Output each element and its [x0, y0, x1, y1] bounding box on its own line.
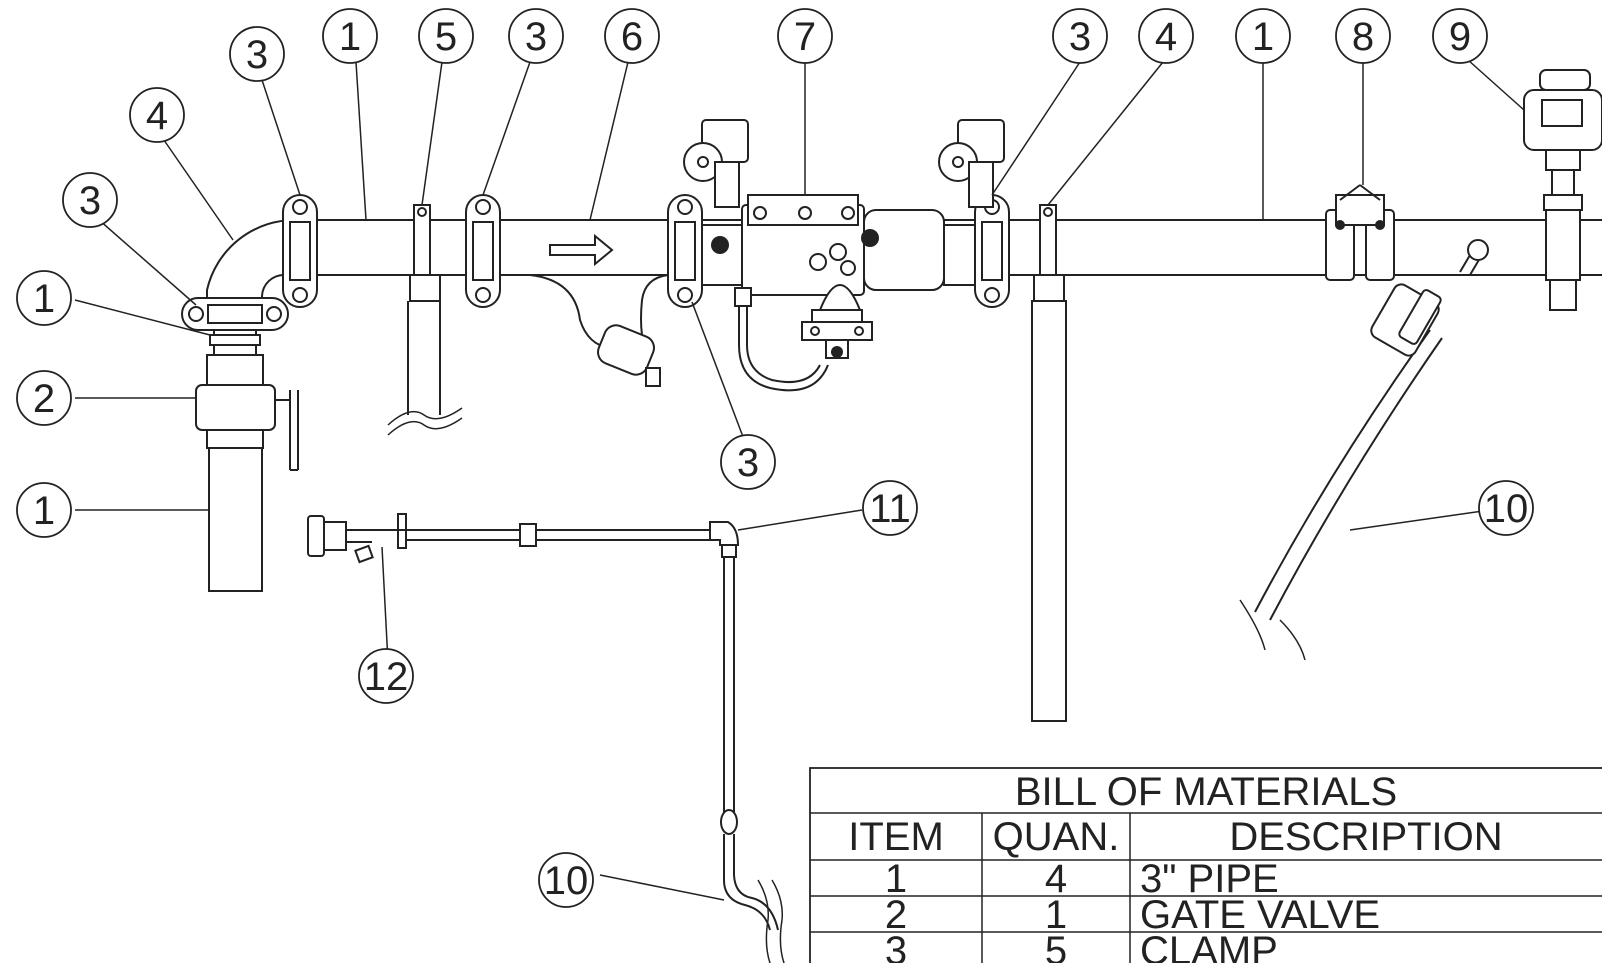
callout-label: 1	[339, 15, 361, 59]
callout-label: 4	[1155, 15, 1177, 59]
callout-6: 6	[604, 8, 660, 64]
bom-row-3-description: CLAMP	[1140, 929, 1278, 963]
y-strainer	[529, 274, 669, 387]
callout-3-outlet: 3	[1052, 8, 1108, 64]
callout-3-left: 3	[62, 172, 118, 228]
callout-label: 3	[246, 33, 268, 77]
callout-label: 3	[79, 179, 101, 223]
clamp-elbow-horizontal	[282, 194, 318, 308]
callout-label: 4	[146, 94, 168, 138]
callout-label: 5	[435, 15, 457, 59]
vertical-riser-pipe	[195, 218, 300, 592]
bom-header-quan: QUAN.	[993, 815, 1120, 859]
callout-10-lower: 10	[538, 852, 594, 908]
callout-label: 7	[794, 15, 816, 59]
callout-label: 3	[1069, 15, 1091, 59]
callout-3-lower: 3	[720, 434, 776, 490]
callout-label: 1	[1252, 15, 1274, 59]
callout-label: 3	[737, 441, 759, 485]
clamp-backflow-outlet	[974, 194, 1010, 308]
bom-row-2-quan: 1	[1045, 893, 1067, 937]
callout-1-left-lower: 1	[16, 482, 72, 538]
callout-label: 2	[33, 377, 55, 421]
clamp-backflow-inlet	[667, 194, 703, 308]
callout-1-top-right: 1	[1235, 8, 1291, 64]
backflow-preventer	[683, 119, 1005, 392]
callout-label: 11	[869, 487, 911, 531]
clamp-elbow-vertical	[181, 297, 289, 331]
hose-bib-drain-line	[307, 513, 785, 964]
bom-header-description: DESCRIPTION	[1229, 815, 1502, 859]
leader-lines	[74, 59, 1525, 901]
clevis-hanger	[1325, 184, 1395, 281]
callout-label: 9	[1449, 15, 1471, 59]
callout-label: 1	[33, 277, 55, 321]
pipe-support-right	[1031, 204, 1067, 722]
bill-of-materials-table: BILL OF MATERIALS ITEM QUAN. DESCRIPTION…	[809, 767, 1602, 968]
callout-10-right: 10	[1478, 480, 1534, 536]
bom-row-2-item: 2	[885, 893, 907, 937]
callout-1-left-upper: 1	[16, 270, 72, 326]
callout-12: 12	[358, 648, 414, 704]
callout-1-top-left: 1	[322, 8, 378, 64]
callout-8: 8	[1335, 8, 1391, 64]
callout-label: 3	[525, 15, 547, 59]
bom-row-3-quan: 5	[1045, 929, 1067, 963]
callout-2: 2	[16, 370, 72, 426]
bom-title: BILL OF MATERIALS	[1015, 770, 1397, 814]
actuated-valve	[1523, 69, 1602, 311]
callout-label: 12	[364, 655, 409, 699]
callout-7: 7	[777, 8, 833, 64]
callout-3-pipe: 3	[508, 8, 564, 64]
pipe-support-left	[387, 204, 463, 436]
flex-hose-right	[1239, 239, 1489, 661]
callout-3-top-elbow: 3	[229, 26, 285, 82]
bom-row-1-quan: 4	[1045, 857, 1067, 901]
callout-label: 10	[544, 859, 589, 903]
callout-4-top-right: 4	[1138, 8, 1194, 64]
callout-11: 11	[862, 480, 918, 536]
callout-9: 9	[1432, 8, 1488, 64]
callout-5: 5	[418, 8, 474, 64]
callout-4-left: 4	[129, 87, 185, 143]
callout-label: 8	[1352, 15, 1374, 59]
flow-arrow-icon	[549, 233, 614, 267]
bom-row-1-description: 3" PIPE	[1140, 857, 1279, 901]
callout-label: 1	[33, 489, 55, 533]
bom-row-2-description: GATE VALVE	[1140, 893, 1380, 937]
clamp-pipe-1	[465, 194, 501, 308]
bom-header-item: ITEM	[848, 815, 944, 859]
callout-label: 10	[1484, 487, 1529, 531]
bom-row-3-item: 3	[885, 929, 907, 963]
callout-label: 6	[621, 15, 643, 59]
bom-row-1-item: 1	[885, 857, 907, 901]
